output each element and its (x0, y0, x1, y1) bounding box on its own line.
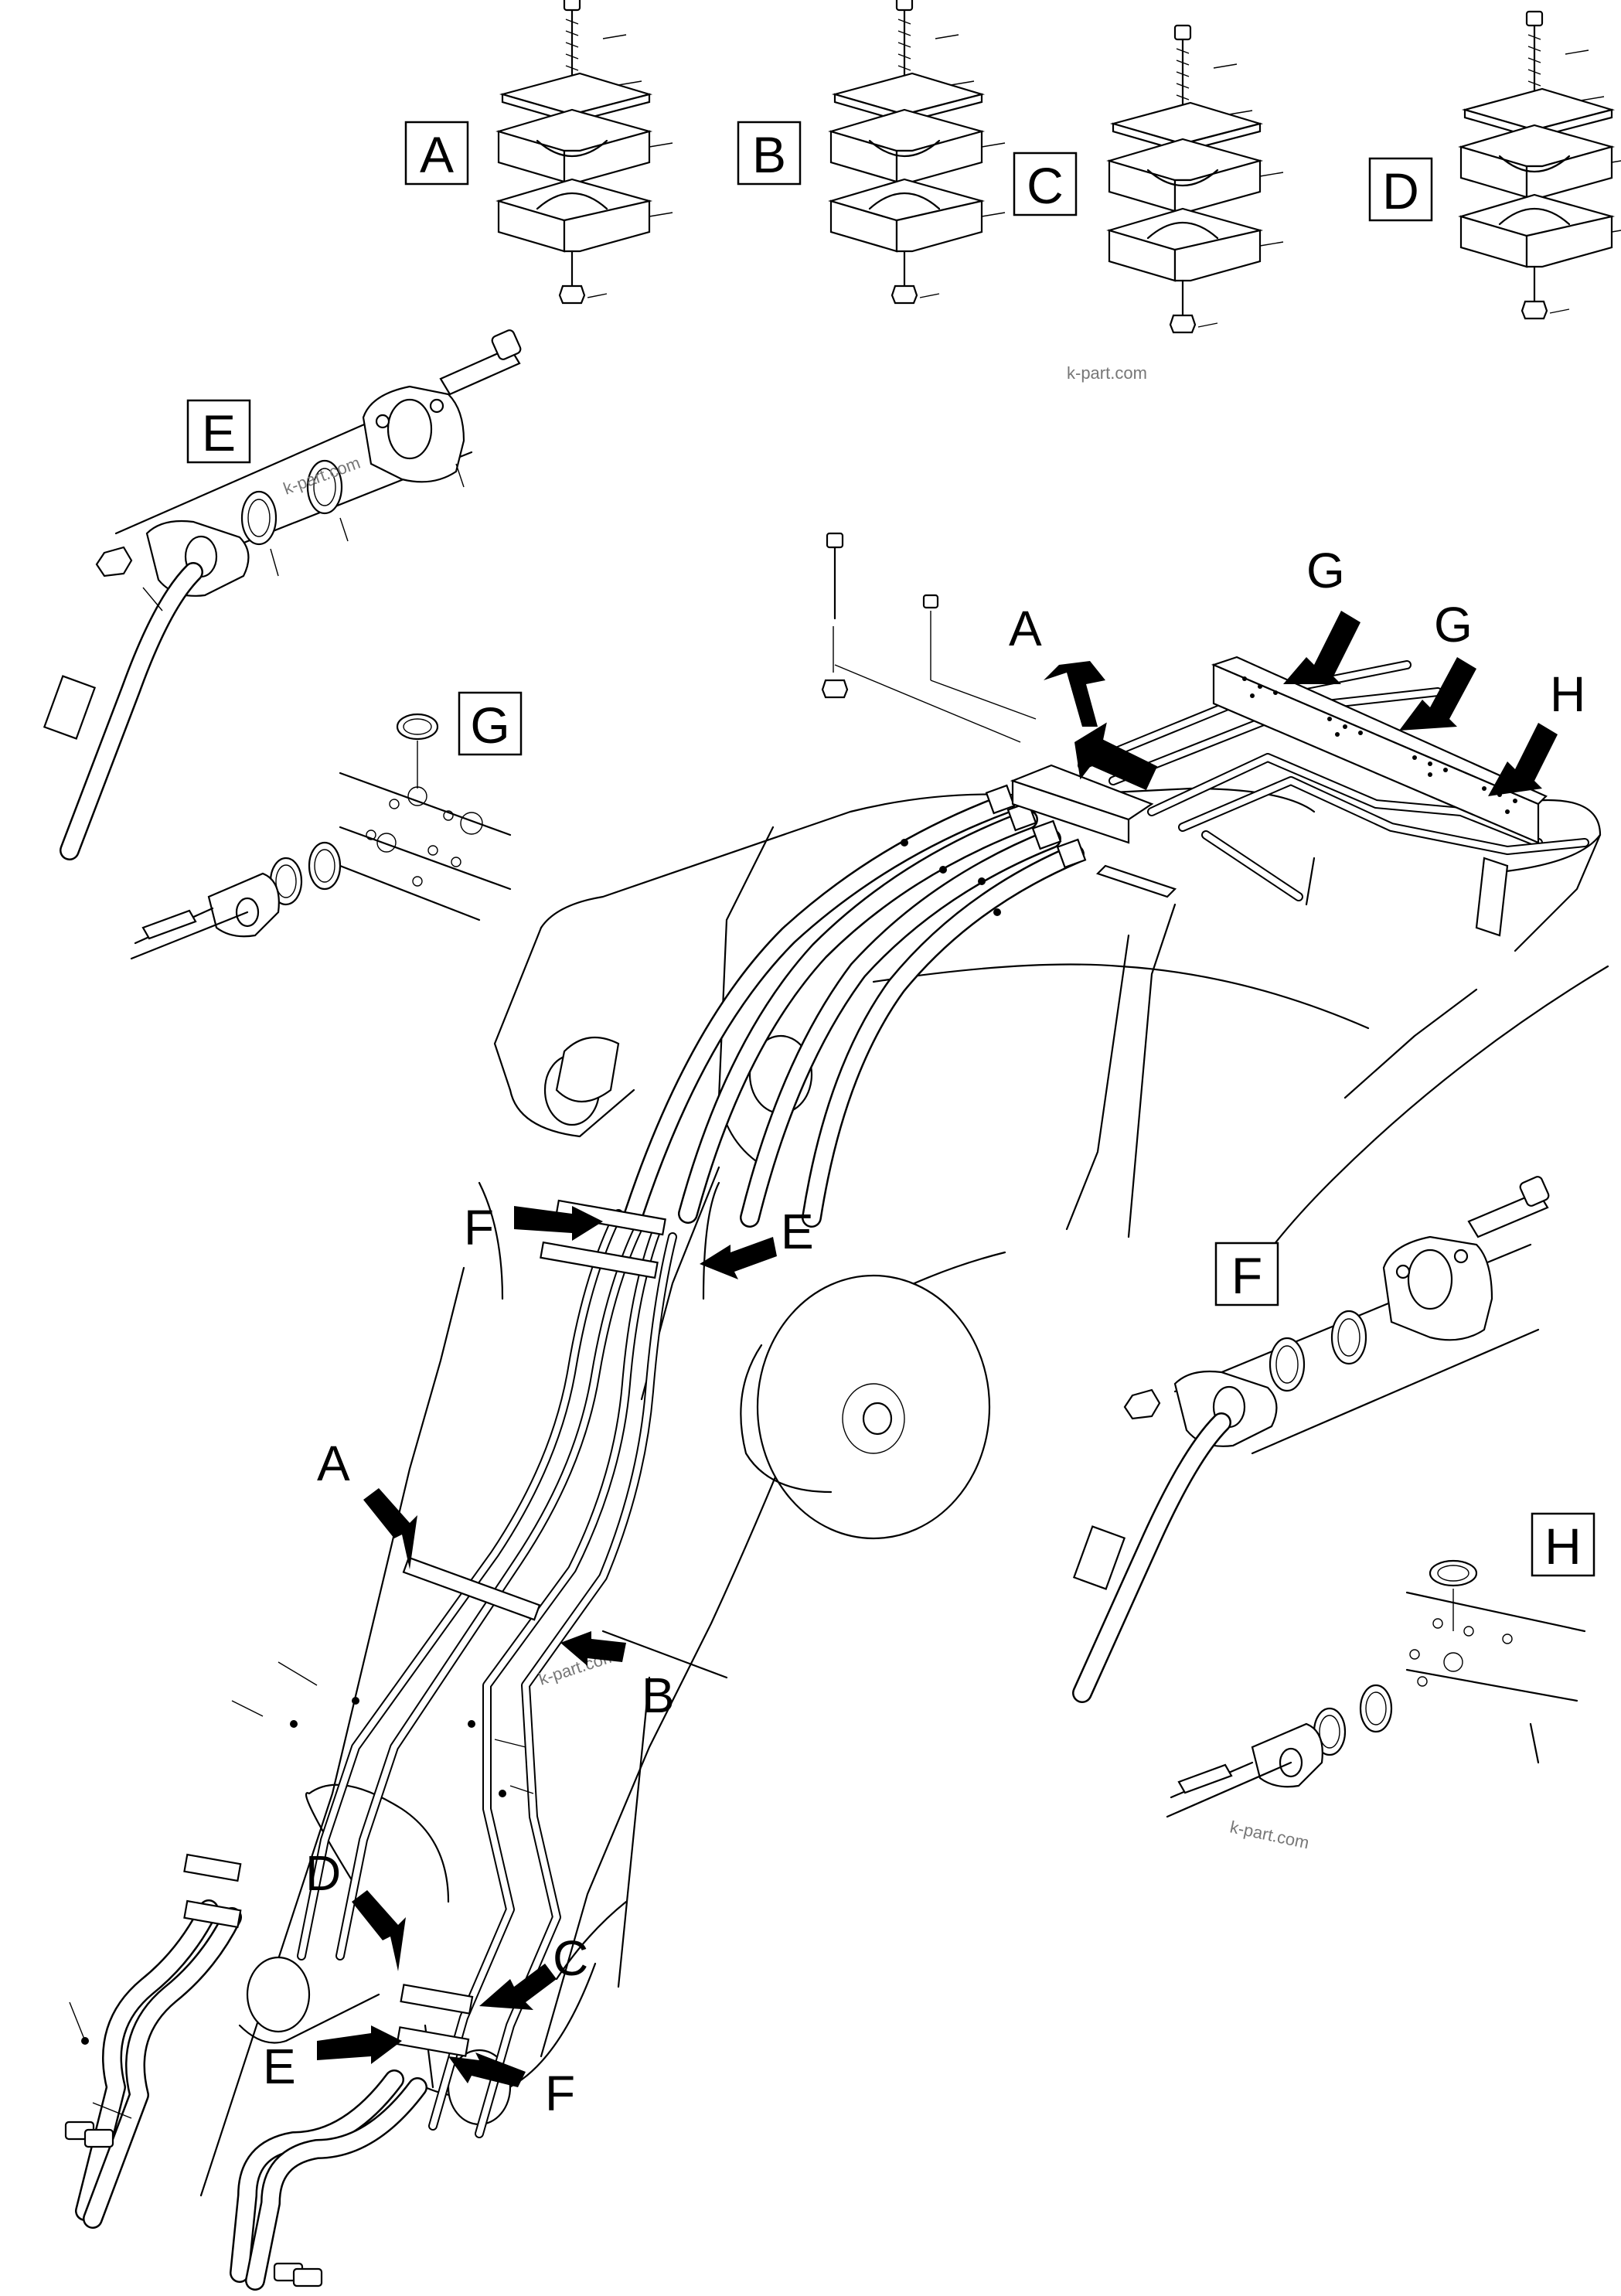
manifold-frame (821, 532, 1589, 937)
callout-box-e (186, 399, 251, 464)
callout-label-d: D (1382, 162, 1419, 220)
arrow-label-low-a: A (317, 1436, 350, 1491)
pointer-arrow-bot-d: D (305, 1845, 406, 1971)
lower-pipe-bundle (64, 1199, 677, 2291)
clamp-detail-d: D (1368, 10, 1621, 320)
clamp-detail-b: B (737, 0, 1006, 305)
callout-label-h: H (1544, 1518, 1582, 1575)
callout-label-e: E (202, 404, 236, 462)
pointer-arrow-bot-e: E (263, 2025, 402, 2094)
arrow-label-top-g2: G (1434, 597, 1473, 652)
upper-hose-bundle (624, 784, 1087, 1228)
pointer-arrow-top-h: H (1488, 666, 1585, 796)
callout-box-f (1214, 1242, 1279, 1306)
arrow-label-mid-f: F (464, 1200, 494, 1255)
arrow-label-bot-d: D (305, 1845, 341, 1901)
pointer-arrow-low-b: B (560, 1631, 675, 1723)
arrow-label-mid-e: E (781, 1204, 814, 1259)
arrow-label-top-g1: G (1306, 543, 1345, 598)
clamp-detail-c: C (1013, 24, 1285, 334)
pointer-arrow-mid-e: E (700, 1204, 814, 1279)
callout-box-h (1531, 1512, 1595, 1577)
pointer-arrow-mid-f: F (464, 1200, 603, 1255)
callout-label-g: G (470, 697, 509, 754)
arrow-label-top-h: H (1550, 666, 1585, 722)
pointer-arrow-bot-c: C (479, 1930, 588, 2010)
callout-label-f: F (1231, 1247, 1262, 1304)
arrow-label-bot-f: F (545, 2066, 575, 2121)
watermark: k-part.com (1067, 363, 1147, 383)
arrow-label-top-a: A (1009, 601, 1042, 656)
pointer-arrow-top-g1: G (1283, 543, 1360, 684)
arrow-label-bot-c: C (553, 1930, 588, 1986)
callout-label-b: B (752, 126, 786, 183)
callout-label-a: A (420, 126, 454, 183)
callout-box-c (1013, 152, 1078, 216)
callout-box-g (458, 691, 523, 756)
boom-body (199, 787, 1609, 2197)
watermark: k-part.com (1228, 1817, 1311, 1852)
flange-detail-f: F (1072, 1176, 1550, 1703)
pointer-arrow-top-a: A (1009, 601, 1164, 810)
arrow-label-bot-e: E (263, 2039, 296, 2094)
flange-detail-e: E (43, 329, 522, 860)
pointer-arrow-bot-f: F (448, 2052, 575, 2121)
callout-label-c: C (1027, 157, 1064, 214)
callout-box-a (404, 121, 469, 186)
clamp-detail-a: A (404, 0, 674, 305)
callout-box-b (737, 121, 802, 186)
arrow-label-low-b: B (642, 1667, 675, 1723)
pointer-arrow-top-g2: G (1399, 597, 1476, 731)
callout-box-d (1368, 157, 1433, 222)
manifold-detail-h: H (1166, 1512, 1595, 1818)
pointer-arrow-low-a: A (317, 1436, 417, 1569)
manifold-detail-g: G (130, 691, 523, 960)
